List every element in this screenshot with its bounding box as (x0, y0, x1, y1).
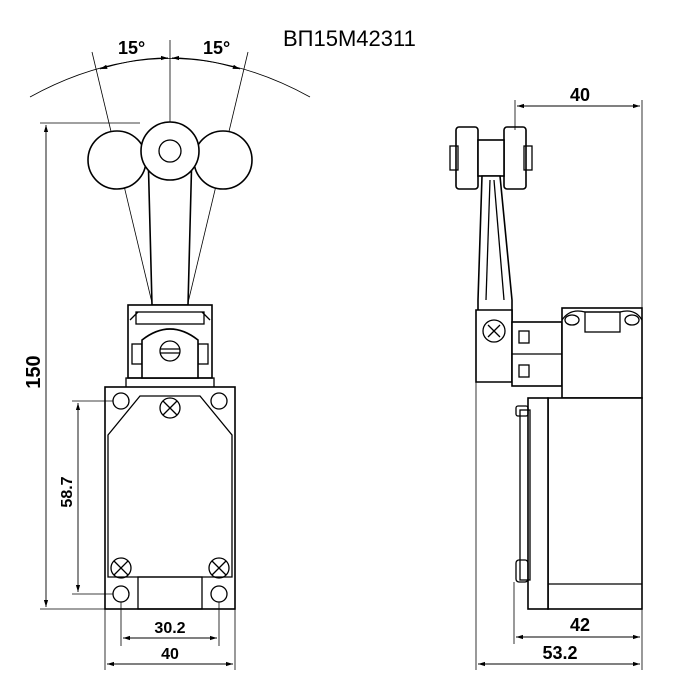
side-roller-right (503, 126, 527, 190)
model-title: ВП15М42311 (283, 26, 416, 51)
roller-right (193, 130, 253, 190)
terminal-screw-left (110, 557, 132, 579)
cover-screw (159, 397, 181, 419)
switch-body (104, 386, 236, 610)
side-pivot (475, 309, 513, 383)
dim-total-height: 150 (23, 355, 45, 388)
side-pivot-screw (482, 319, 506, 343)
dim-hole-spacing-horizontal: 30.2 (154, 620, 185, 637)
side-roller-hub (477, 139, 505, 177)
side-body (547, 397, 643, 610)
dim-roller-to-back: 40 (570, 85, 590, 105)
side-view: 40 42 53.2 (449, 85, 643, 670)
side-head (561, 307, 643, 399)
dim-body-depth: 42 (570, 615, 590, 635)
angle-left-label: 15° (118, 38, 145, 58)
roller-left (87, 130, 147, 190)
side-roller-left (455, 126, 479, 190)
front-view: 15° 15° (23, 38, 311, 670)
dim-overall-depth: 53.2 (542, 643, 577, 663)
terminal-screw-right (208, 557, 230, 579)
dim-body-width: 40 (161, 646, 179, 663)
mount-hole-top-right (210, 392, 228, 410)
angle-right-label: 15° (203, 38, 230, 58)
roller-center (140, 121, 200, 181)
roller-axle (158, 139, 182, 163)
dim-hole-spacing-vertical: 58.7 (59, 476, 76, 507)
hub-screw (159, 340, 181, 362)
